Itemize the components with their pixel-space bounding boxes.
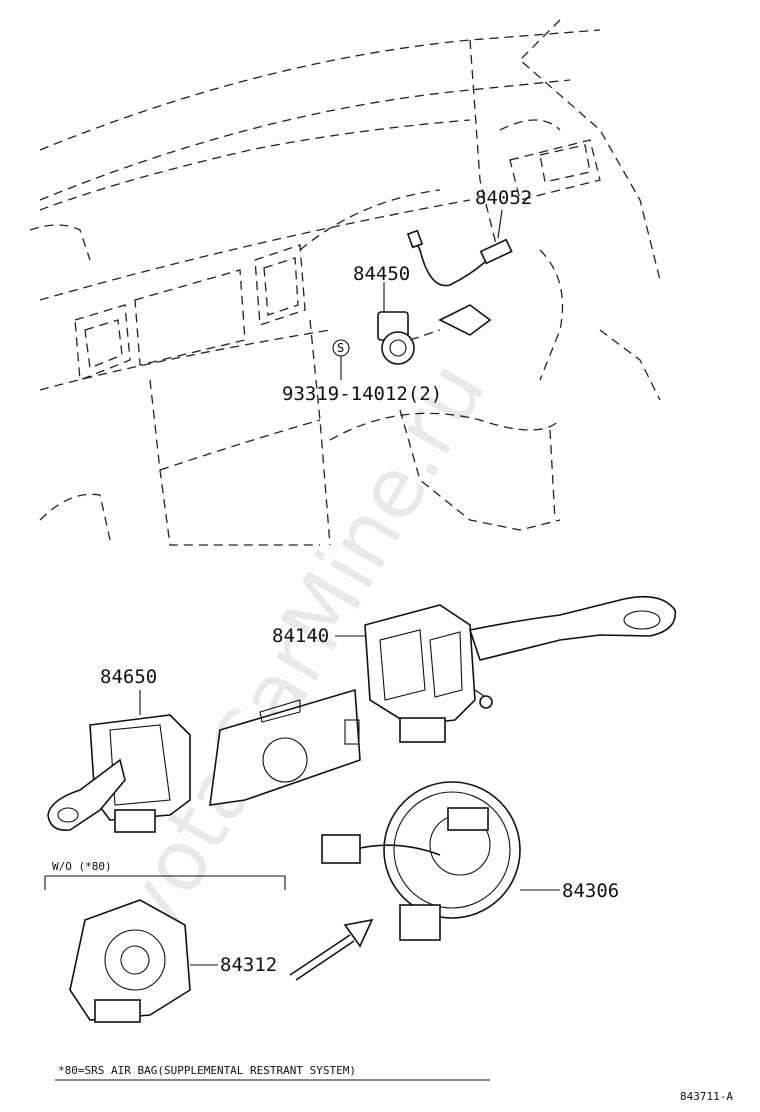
variant-label: W/O (*80) bbox=[52, 860, 112, 873]
part-number-84312: 84312 bbox=[220, 954, 277, 976]
part-number-93319-14012: 93319-14012(2) bbox=[282, 383, 442, 405]
part-number-84306: 84306 bbox=[562, 880, 619, 902]
switch-84140 bbox=[335, 595, 677, 743]
switch-bracket bbox=[209, 688, 361, 806]
diagram-id: 843711-A bbox=[680, 1090, 733, 1103]
part-number-84140: 84140 bbox=[272, 625, 329, 647]
spiral-cable-84306 bbox=[321, 781, 560, 941]
dashboard-outline bbox=[29, 19, 661, 546]
part-number-84650: 84650 bbox=[100, 666, 157, 688]
harness-84052 bbox=[406, 209, 513, 287]
cancel-cam-84312 bbox=[69, 899, 218, 1023]
screw-symbol: S bbox=[332, 339, 350, 380]
part-number-84450: 84450 bbox=[353, 263, 410, 285]
footnote: *80=SRS AIR BAG(SUPPLEMENTAL RESTRANT SY… bbox=[58, 1064, 356, 1077]
switch-84650 bbox=[47, 690, 191, 833]
replacement-arrow bbox=[289, 918, 374, 981]
screw-symbol-label: S bbox=[337, 341, 344, 355]
part-number-84052: 84052 bbox=[475, 187, 532, 209]
sensor-84450 bbox=[377, 282, 492, 365]
